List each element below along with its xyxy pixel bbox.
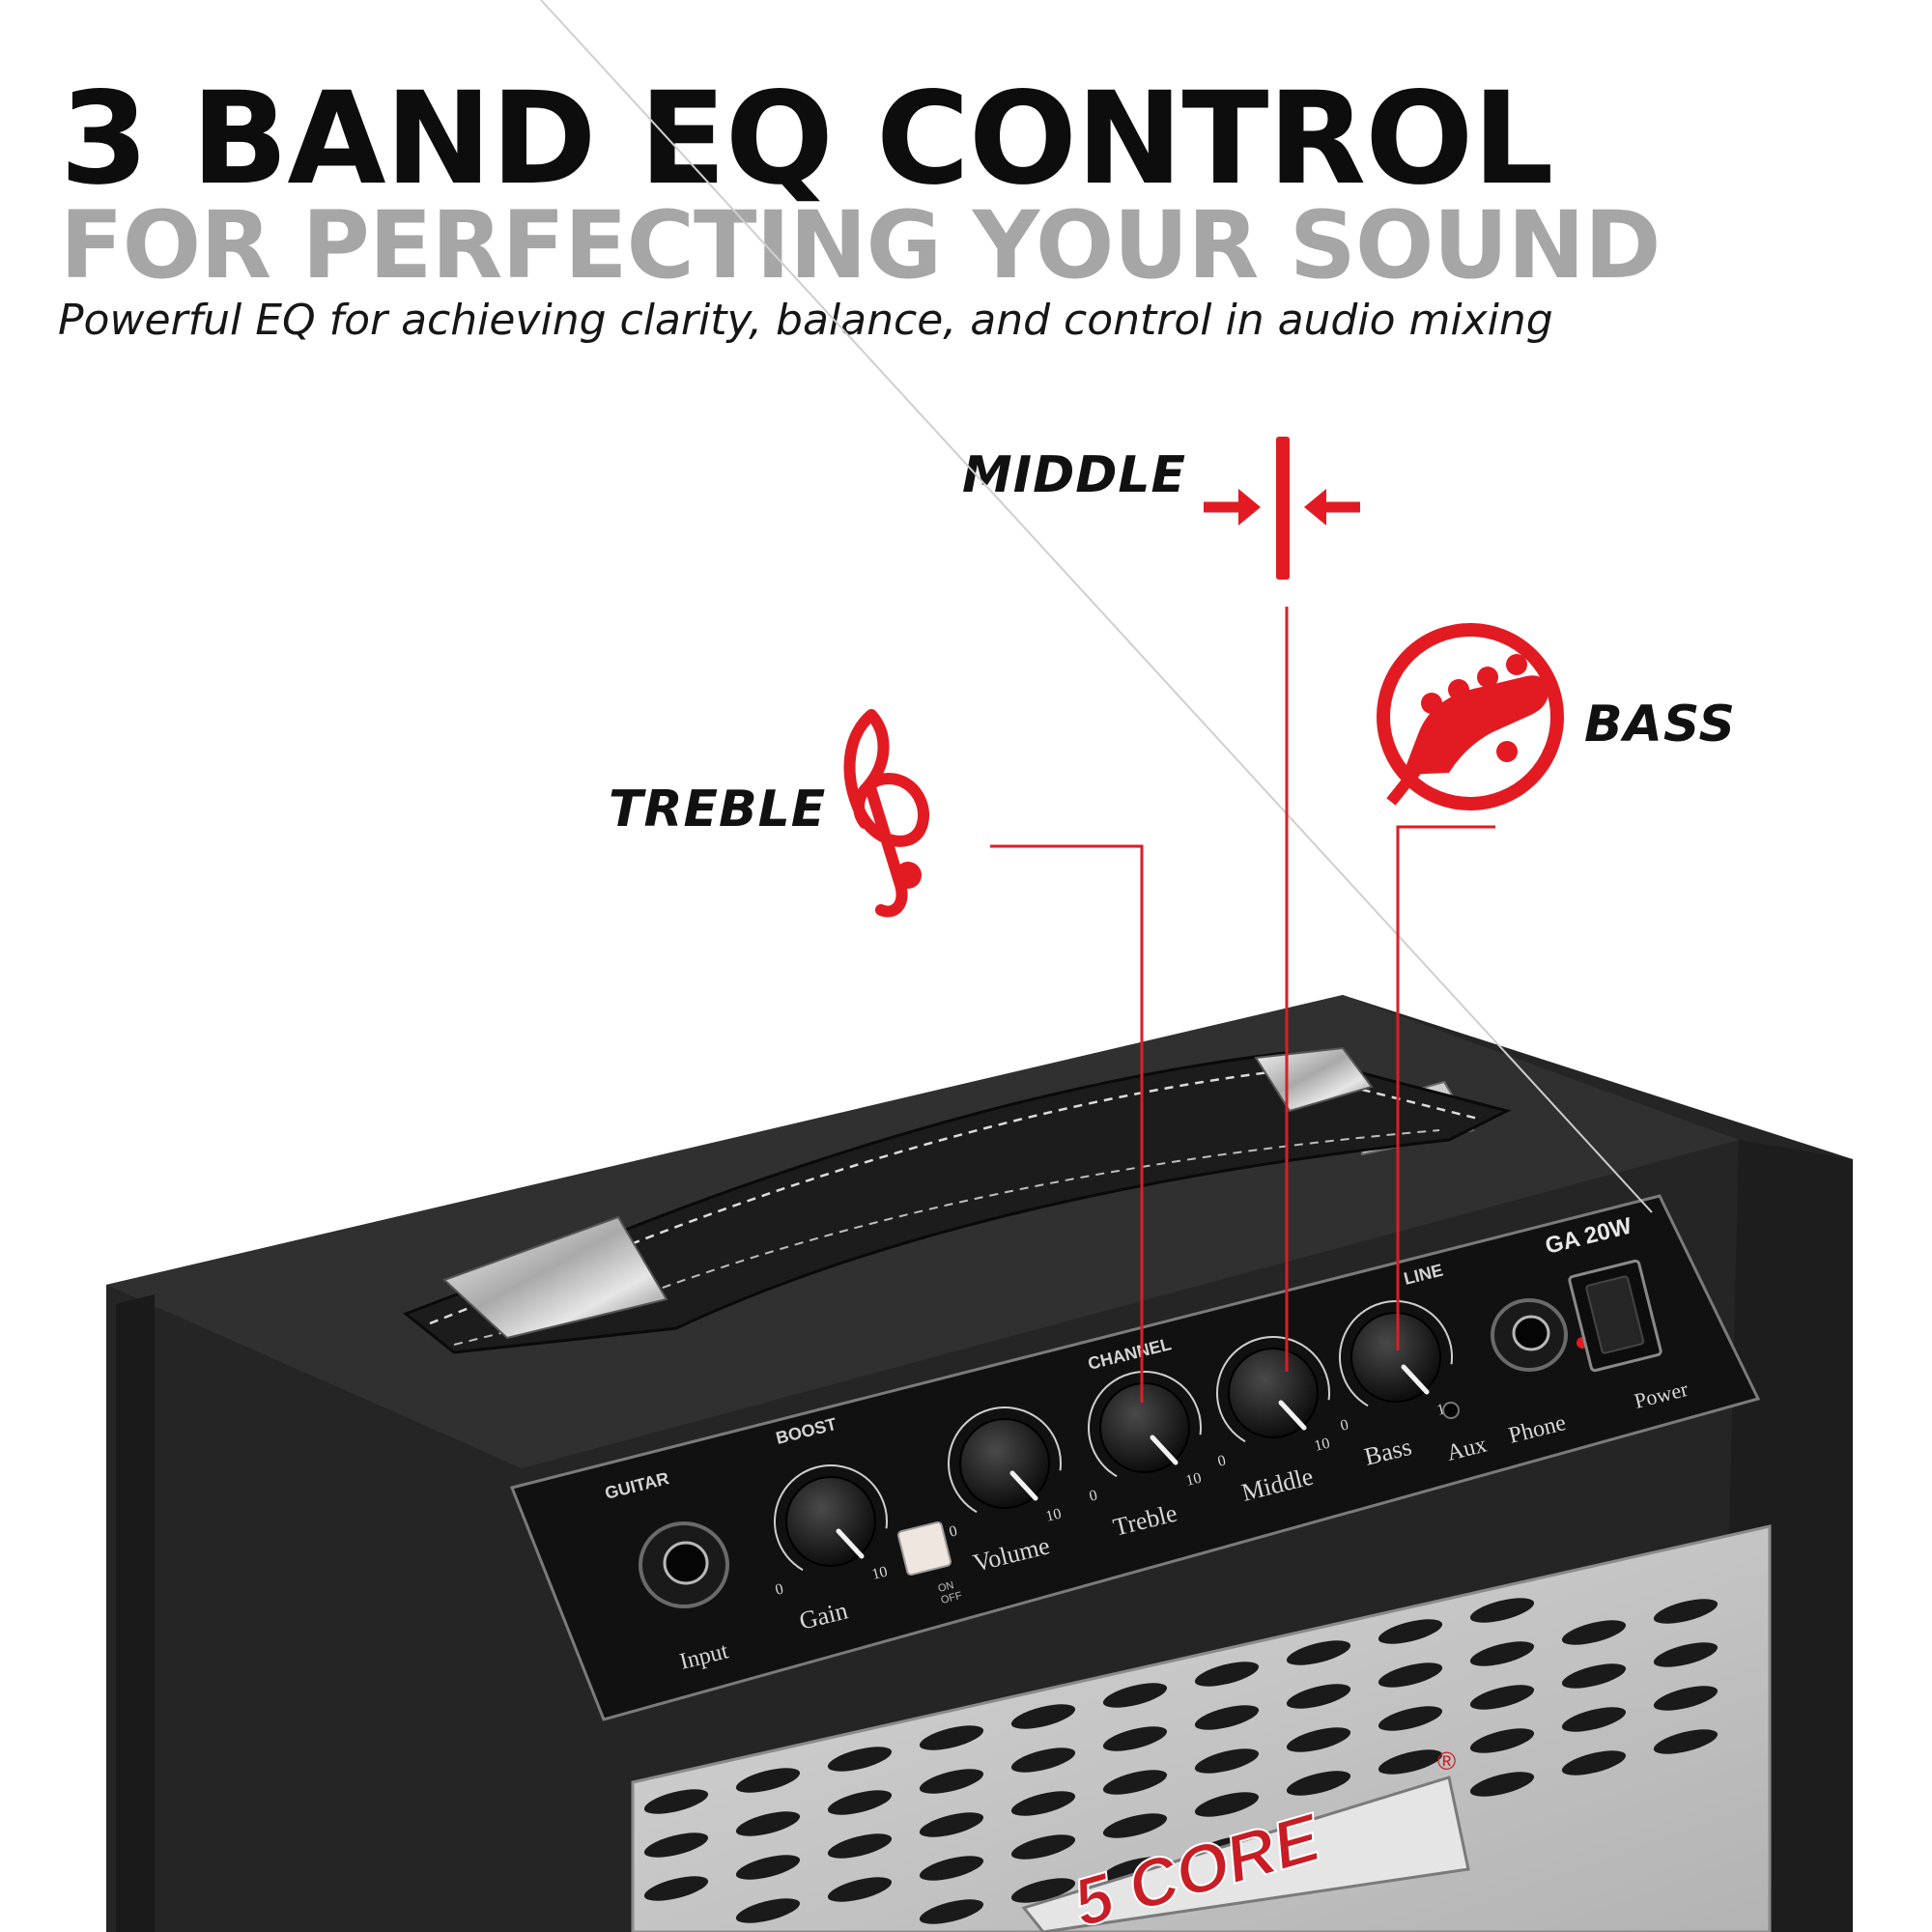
grille-slot (735, 1898, 801, 1923)
grille-slot (827, 1747, 893, 1772)
grille-slot (1378, 1749, 1443, 1775)
grille-slot (1561, 1707, 1627, 1732)
grille-slot (1561, 1663, 1627, 1689)
grille-slot (827, 1833, 893, 1859)
grille-slot (1286, 1640, 1351, 1665)
boost-switch[interactable] (896, 1520, 952, 1577)
grille-slot (1378, 1662, 1443, 1688)
grille-slot (827, 1877, 893, 1902)
grille-slot (643, 1876, 709, 1901)
middle-label: MIDDLE (962, 446, 1187, 504)
grille-slot (1561, 1750, 1627, 1776)
grille-slot (1469, 1598, 1535, 1623)
bass-headstock-icon (1377, 623, 1564, 810)
knob-max-label: 10 (1044, 1506, 1064, 1525)
grille-slot (1102, 1770, 1168, 1795)
grille-slot (1653, 1599, 1719, 1624)
grille-slot (1469, 1685, 1535, 1710)
grille-slot (1194, 1748, 1260, 1774)
grille-slot (919, 1856, 984, 1881)
page-subtitle: FOR PERFECTING YOUR SOUND (60, 191, 1661, 299)
power-switch[interactable] (1568, 1259, 1662, 1373)
aux-jack[interactable] (1442, 1402, 1460, 1419)
grille-slot (735, 1811, 801, 1836)
input-jack[interactable] (639, 1521, 729, 1608)
grille-slot (827, 1790, 893, 1815)
grille-slot (1286, 1727, 1351, 1752)
grille-slot (1102, 1726, 1168, 1751)
knob-min-label: 0 (1339, 1416, 1350, 1434)
knob-max-label: 10 (1184, 1470, 1204, 1490)
grille-slot (1469, 1728, 1535, 1753)
treble-clef-icon (843, 709, 929, 918)
knob-min-label: 0 (1088, 1487, 1099, 1504)
grille-slot (1010, 1791, 1076, 1816)
grille-slot (735, 1768, 801, 1793)
grille-slot (1010, 1878, 1076, 1903)
grille-slot (1010, 1747, 1076, 1773)
grille-slot (735, 1855, 801, 1880)
grille-slot (1469, 1641, 1535, 1666)
knob-min-label: 0 (948, 1522, 959, 1540)
grille-slot (1469, 1772, 1535, 1797)
grille-slot (1010, 1704, 1076, 1729)
grille-slot (1102, 1813, 1168, 1838)
grille-slot (1194, 1705, 1260, 1730)
tagline: Powerful EQ for achieving clarity, balan… (58, 296, 1553, 345)
grille-slot (1653, 1729, 1719, 1754)
narrow-band-arrows-icon (1204, 437, 1360, 580)
knob-min-label: 0 (774, 1580, 785, 1598)
grille-slot (919, 1725, 984, 1750)
page-title: 3 BAND EQ CONTROL (60, 65, 1553, 213)
carry-handle[interactable] (403, 1046, 1512, 1354)
grille-slot (1286, 1771, 1351, 1796)
switch-on-label: ON (937, 1579, 955, 1595)
grille-slot (1561, 1620, 1627, 1645)
grille-slot (919, 1899, 984, 1924)
grille-slot (1653, 1686, 1719, 1711)
grille-slot (1653, 1642, 1719, 1667)
grille-slot (919, 1812, 984, 1837)
bass-label: BASS (1584, 696, 1736, 753)
switch-off-label: OFF (940, 1590, 964, 1606)
grille-slot (1194, 1662, 1260, 1687)
phone-jack[interactable] (1491, 1298, 1568, 1372)
callout-lines (990, 607, 1495, 1403)
knob-max-label: 10 (1313, 1435, 1332, 1455)
grille-slot (1102, 1857, 1168, 1882)
treble-label: TREBLE (609, 781, 827, 838)
grille-slot (643, 1789, 709, 1814)
grille-slot (1286, 1684, 1351, 1709)
grille-slot (919, 1769, 984, 1794)
knob-min-label: 0 (1216, 1452, 1228, 1469)
svg-text:®: ® (1437, 1747, 1456, 1776)
grille-slot (1102, 1683, 1168, 1708)
grille-slot (1194, 1792, 1260, 1817)
grille-slot (1378, 1706, 1443, 1731)
speaker-grille (631, 1524, 1772, 1932)
knob-bass[interactable]: 010Bass (1320, 1281, 1472, 1471)
grille-slot (1010, 1834, 1076, 1860)
knob-max-label: 10 (870, 1564, 890, 1583)
grille-slot (1378, 1619, 1443, 1644)
grille-slot (643, 1833, 709, 1858)
